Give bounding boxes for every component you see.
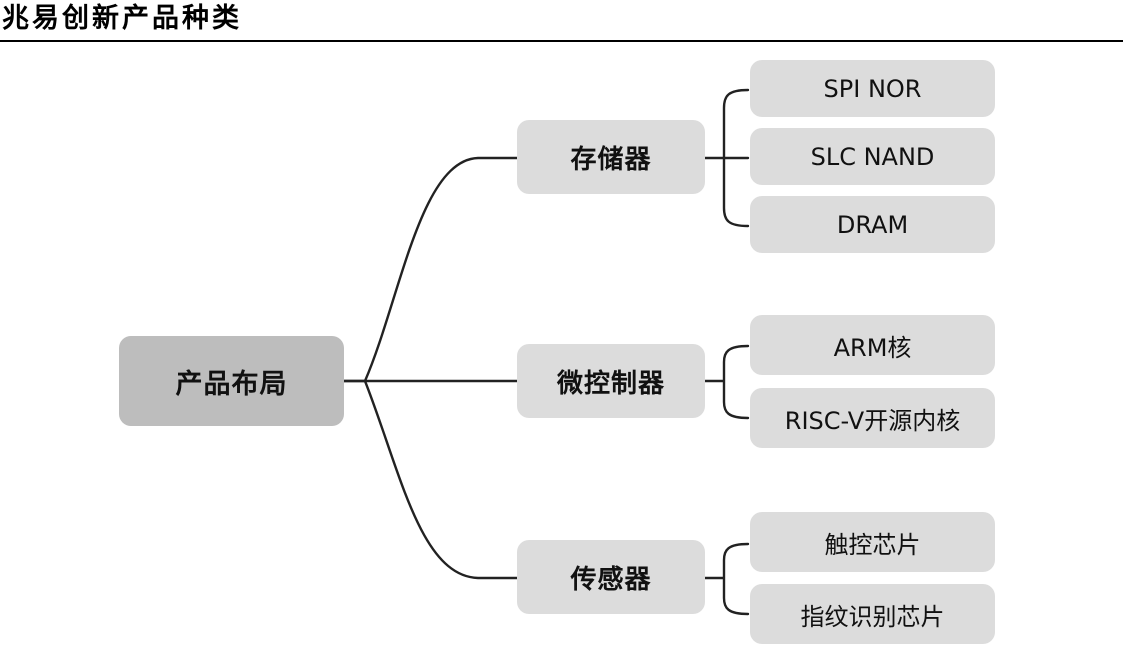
branch-node-sensor: 传感器 bbox=[517, 540, 705, 614]
connector-root-storage bbox=[342, 156, 522, 383]
leaf-node-dram: DRAM bbox=[750, 196, 995, 253]
root-node: 产品布局 bbox=[119, 336, 344, 426]
leaf-node-spi-nor: SPI NOR bbox=[750, 60, 995, 117]
connector-root-sensor bbox=[363, 379, 522, 580]
branch-node-mcu: 微控制器 bbox=[517, 344, 705, 418]
connector-mcu-bracket bbox=[703, 344, 750, 420]
leaf-node-arm-core: ARM核 bbox=[750, 315, 995, 375]
leaf-node-riscv-core: RISC-V开源内核 bbox=[750, 388, 995, 448]
branch-node-storage: 存储器 bbox=[517, 120, 705, 194]
leaf-node-slc-nand: SLC NAND bbox=[750, 128, 995, 185]
title-underline bbox=[0, 40, 1123, 42]
connector-storage-bracket bbox=[703, 88, 750, 228]
connector-sensor-bracket bbox=[703, 542, 750, 616]
page-title: 兆易创新产品种类 bbox=[2, 3, 242, 34]
leaf-node-touch-chip: 触控芯片 bbox=[750, 512, 995, 572]
leaf-node-fingerprint-chip: 指纹识别芯片 bbox=[750, 584, 995, 644]
